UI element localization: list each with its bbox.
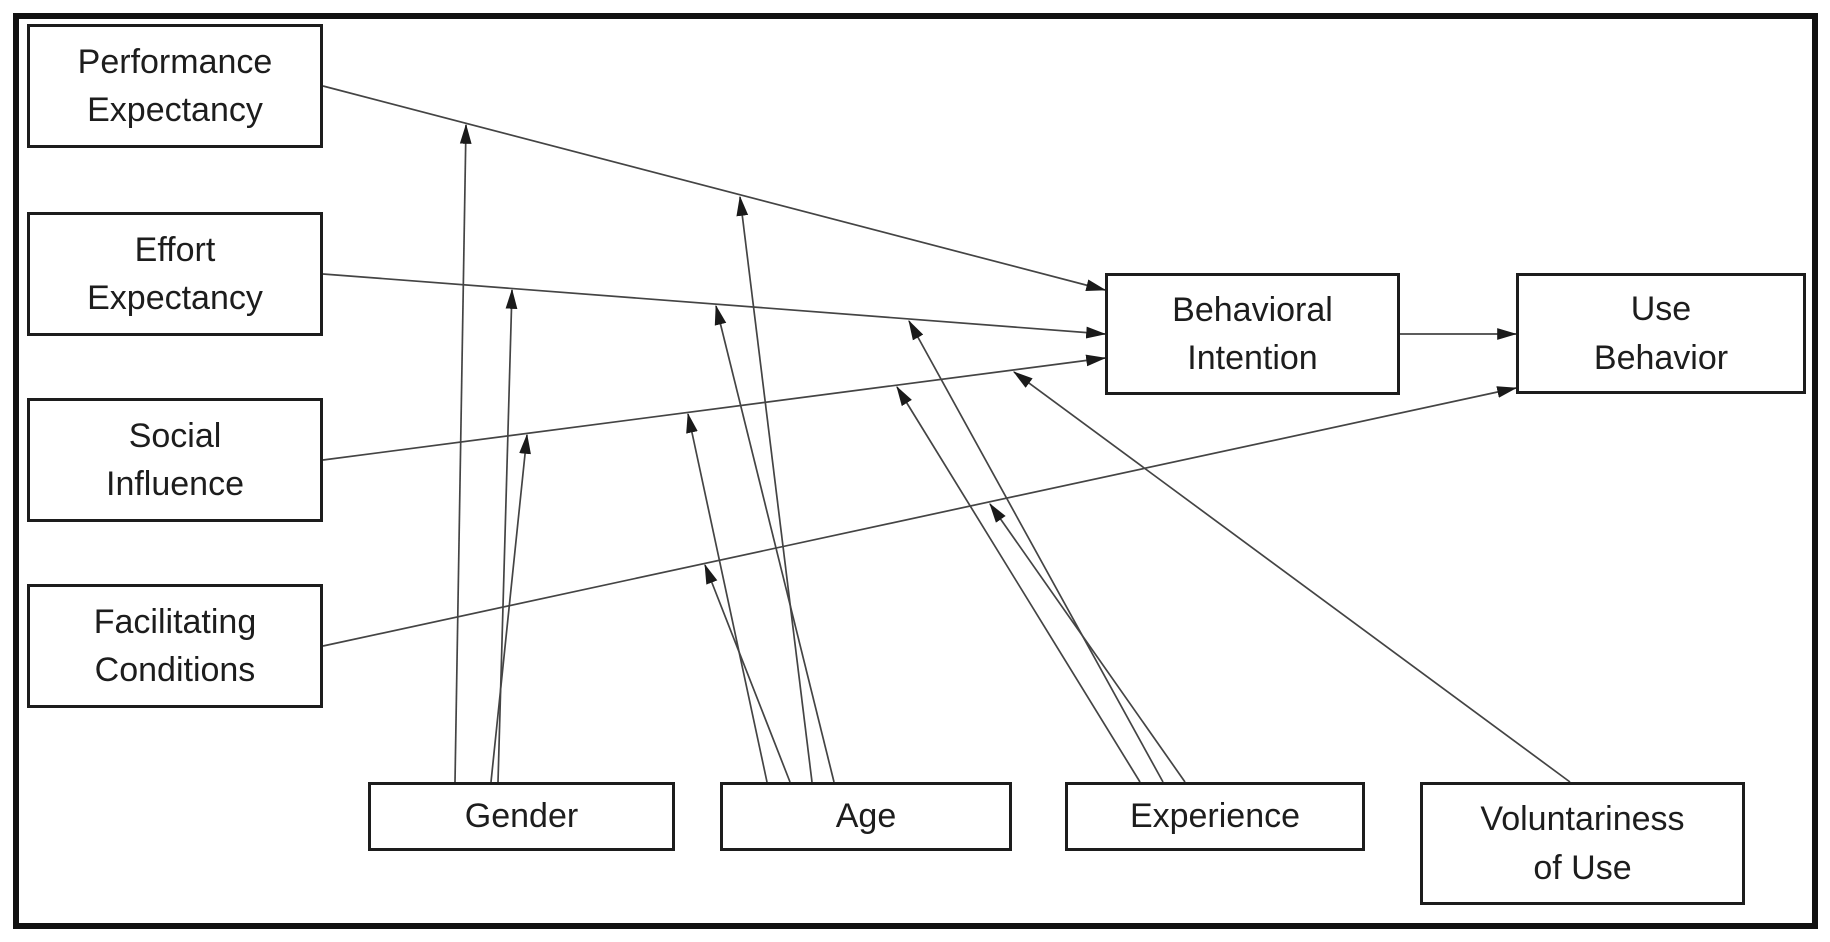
node-use-behavior-label: Use Behavior	[1593, 290, 1729, 377]
edge-fc-ub	[322, 386, 1518, 647]
node-use-behavior: Use Behavior	[1516, 273, 1806, 394]
edge-gender-si-path	[490, 433, 531, 783]
node-facilitating-conditions: Facilitating Conditions	[27, 584, 323, 708]
node-voluntariness-of-use-label: Voluntariness of Use	[1480, 800, 1685, 887]
edge-gender-ee-path	[497, 288, 518, 783]
node-behavioral-intention: Behavioral Intention	[1105, 273, 1400, 395]
node-experience-label: Experience	[1129, 797, 1301, 836]
node-gender: Gender	[368, 782, 675, 851]
edge-gender-pe-path	[454, 123, 472, 783]
edge-age-pe-path	[736, 195, 813, 783]
node-social-influence: Social Influence	[27, 398, 323, 522]
edge-age-fc-path	[704, 563, 791, 783]
node-performance-expectancy-label: Performance Expectancy	[77, 42, 273, 129]
node-social-influence-label: Social Influence	[106, 416, 244, 503]
edge-experience-fc-path	[989, 503, 1186, 783]
edge-age-ee-path	[714, 304, 835, 783]
edge-voluntariness-si-path	[1013, 371, 1571, 783]
node-age: Age	[720, 782, 1012, 851]
node-voluntariness-of-use: Voluntariness of Use	[1420, 782, 1745, 905]
edge-experience-ee-path	[908, 319, 1164, 783]
node-effort-expectancy: Effort Expectancy	[27, 212, 323, 336]
edge-si-bi	[322, 354, 1107, 461]
edge-age-si-path	[686, 412, 768, 783]
node-behavioral-intention-label: Behavioral Intention	[1172, 290, 1333, 377]
edge-pe-bi	[322, 85, 1107, 291]
node-facilitating-conditions-label: Facilitating Conditions	[93, 602, 257, 689]
node-age-label: Age	[835, 797, 897, 836]
node-experience: Experience	[1065, 782, 1365, 851]
edge-ee-bi	[322, 273, 1107, 339]
node-gender-label: Gender	[464, 797, 579, 836]
node-performance-expectancy: Performance Expectancy	[27, 24, 323, 148]
diagram-border	[13, 13, 1818, 929]
node-effort-expectancy-label: Effort Expectancy	[87, 230, 263, 317]
edge-experience-si-path	[896, 385, 1141, 783]
